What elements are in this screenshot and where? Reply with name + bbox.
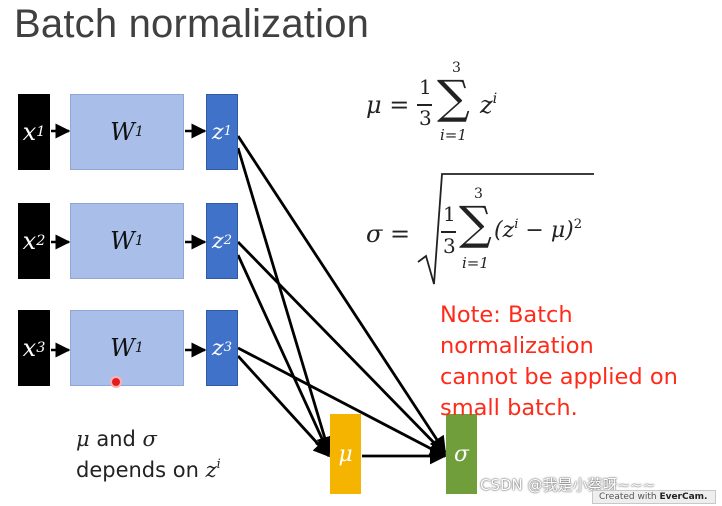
formula-sigma-term-rest: − μ) — [518, 218, 574, 243]
depends-and: and — [89, 427, 143, 451]
depends-line-1: μ and σ — [76, 424, 221, 455]
depends-mu: μ — [76, 427, 90, 451]
arrow-z2-mu — [236, 254, 331, 456]
x2-label: x — [22, 227, 37, 255]
formula-sigma-sum-top: 3 — [474, 186, 483, 202]
z3-label: z — [212, 335, 224, 361]
formula-sigma-frac-bar — [441, 231, 456, 233]
formula-sigma: σ = 1 3 3 ∑ i=1 (zi − μ)2 — [366, 166, 606, 290]
arrow-z1-sigma — [236, 135, 447, 454]
csdn-watermark: CSDN @我是小蔡呀~~~ — [480, 476, 656, 494]
formula-sigma-sum-icon: ∑ — [459, 196, 492, 250]
formula-mu-frac-den: 3 — [419, 106, 432, 130]
pointer-dot-icon — [110, 376, 122, 388]
formula-sigma-lhs: σ = — [366, 220, 411, 248]
formula-sigma-term-pow: 2 — [573, 216, 583, 232]
w3-label: W — [110, 334, 135, 362]
formula-mu-frac-num: 1 — [419, 75, 432, 99]
depends-z: z — [205, 458, 217, 482]
formula-mu-term-base: z — [480, 91, 493, 119]
formula-sigma-term: (zi − μ)2 — [494, 218, 582, 243]
formula-mu-sum-icon: ∑ — [437, 70, 470, 124]
arrow-z1-mu — [236, 147, 333, 454]
sqrt-icon — [417, 173, 594, 285]
slide-title: Batch normalization — [14, 2, 370, 46]
formula-mu-sum-top: 3 — [452, 60, 461, 76]
evercam-brand: EverCam. — [659, 492, 708, 502]
evercam-prefix: Created with — [599, 492, 660, 502]
note-line-2: cannot be applied on — [440, 364, 678, 390]
formula-mu: μ = 1 3 3 ∑ i=1 zi — [366, 60, 566, 152]
sigma-node: σ — [446, 414, 477, 494]
arrow-z3-sigma — [237, 346, 447, 458]
evercam-badge: Created with EverCam. — [592, 490, 716, 504]
depends-text: depends on — [76, 458, 206, 482]
note-line-1: Note: Batch normalization — [440, 302, 594, 359]
z2-label: z — [212, 228, 224, 254]
formula-sigma-frac-den: 3 — [443, 234, 456, 258]
sigma-node-label: σ — [453, 441, 470, 467]
arrow-z3-mu — [236, 355, 331, 458]
formula-sigma-term-sup: i — [514, 216, 519, 232]
mu-node-label: μ — [338, 441, 353, 467]
z1-label: z — [212, 119, 224, 145]
mu-node: μ — [330, 414, 361, 494]
x1-label: x — [22, 118, 37, 146]
formula-mu-term: zi — [480, 91, 497, 119]
w2-label: W — [110, 227, 135, 255]
depends-caption: μ and σ depends on zi — [76, 424, 221, 486]
x3-label: x — [22, 334, 37, 362]
note-text: Note: Batch normalization cannot be appl… — [440, 300, 722, 424]
depends-line-2: depends on zi — [76, 455, 221, 486]
formula-mu-frac-bar — [417, 104, 432, 106]
depends-z-sup: i — [216, 456, 221, 472]
arrow-z2-sigma — [236, 241, 447, 456]
formula-mu-sum-bottom: i=1 — [440, 126, 467, 144]
formula-sigma-frac-num: 1 — [443, 202, 456, 226]
formula-mu-term-sup: i — [492, 90, 498, 107]
formula-mu-lhs: μ = — [366, 91, 410, 119]
formula-sigma-term-open: (z — [494, 218, 515, 243]
note-line-3: small batch. — [440, 395, 578, 421]
depends-sigma: σ — [142, 427, 157, 451]
w1-label: W — [110, 118, 135, 146]
formula-sigma-sum-bottom: i=1 — [462, 254, 489, 272]
